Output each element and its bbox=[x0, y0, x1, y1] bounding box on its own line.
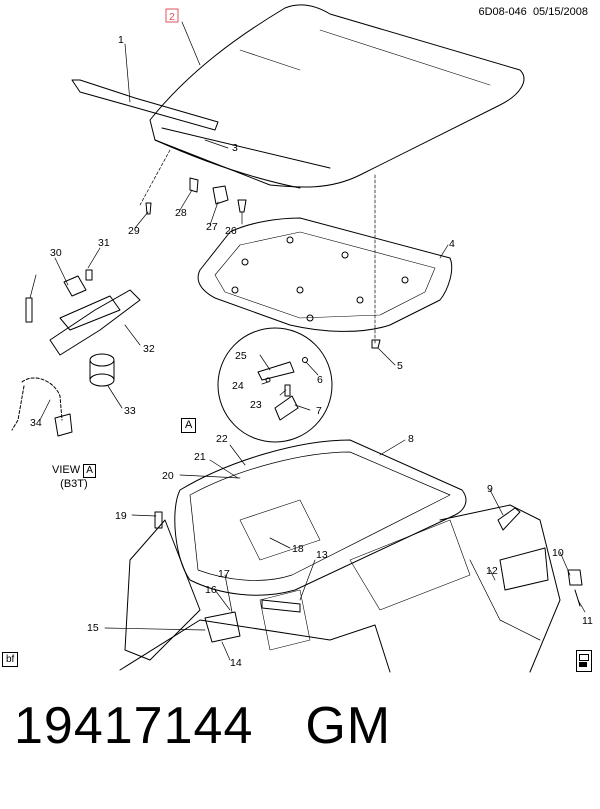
callout-8: 8 bbox=[408, 433, 414, 445]
callout-2: 2 bbox=[169, 11, 175, 23]
view-a-callout: A bbox=[181, 418, 197, 433]
callout-34: 34 bbox=[30, 417, 42, 429]
callout-9: 9 bbox=[487, 483, 493, 495]
callout-11: 11 bbox=[582, 615, 593, 627]
callout-13: 13 bbox=[316, 549, 328, 561]
hood-panel bbox=[149, 4, 525, 189]
seal bbox=[261, 599, 301, 613]
callout-17: 17 bbox=[218, 568, 230, 580]
leader-lines bbox=[29, 21, 586, 661]
drawing-header: 6D08-046 05/15/2008 bbox=[478, 6, 588, 18]
view-a-caption: VIEW A (B3T) bbox=[52, 464, 96, 490]
document-icon bbox=[576, 650, 592, 672]
view-model: (B3T) bbox=[60, 478, 88, 490]
drawing-code: 6D08-046 bbox=[478, 6, 527, 18]
prop-rod bbox=[567, 569, 583, 607]
callout-3: 3 bbox=[232, 142, 238, 154]
callout-30: 30 bbox=[50, 247, 62, 259]
hood-hinge bbox=[25, 269, 141, 356]
callout-33: 33 bbox=[124, 405, 136, 417]
callout-18: 18 bbox=[292, 543, 304, 555]
callout-5: 5 bbox=[397, 360, 403, 372]
callout-1: 1 bbox=[118, 34, 124, 46]
drawing-date: 05/15/2008 bbox=[532, 6, 588, 18]
bolt bbox=[154, 511, 163, 529]
callout-15: 15 bbox=[87, 622, 99, 634]
part-number: 19417144 bbox=[14, 697, 254, 755]
hood-insulator bbox=[197, 217, 453, 332]
callout-19: 19 bbox=[115, 510, 127, 522]
callout-28: 28 bbox=[175, 207, 187, 219]
callout-10: 10 bbox=[552, 547, 564, 559]
bracket bbox=[497, 507, 521, 531]
callout-29: 29 bbox=[128, 225, 140, 237]
callout-16: 16 bbox=[205, 584, 217, 596]
hood-latch bbox=[204, 611, 241, 643]
hood-spring bbox=[89, 353, 115, 387]
callout-20: 20 bbox=[162, 470, 174, 482]
callout-4: 4 bbox=[449, 238, 455, 250]
callout-31: 31 bbox=[98, 237, 110, 249]
callout-7: 7 bbox=[316, 405, 322, 417]
callout-27: 27 bbox=[206, 221, 218, 233]
release-cable bbox=[11, 377, 63, 431]
callout-labels: 2 1 3 4 5 6 7 8 9 10 11 12 13 14 15 16 1… bbox=[30, 8, 593, 669]
callout-12: 12 bbox=[486, 565, 498, 577]
brand-name: GM bbox=[305, 697, 392, 755]
callout-23: 23 bbox=[250, 399, 262, 411]
engine-compartment bbox=[119, 439, 561, 673]
callout-22: 22 bbox=[216, 433, 228, 445]
view-marker: A bbox=[83, 464, 96, 478]
part-number-line: 19417144 GM bbox=[14, 700, 391, 752]
callout-32: 32 bbox=[143, 343, 155, 355]
hood-weatherstrip bbox=[71, 79, 219, 131]
detail-view-a bbox=[217, 327, 333, 443]
callout-24: 24 bbox=[232, 380, 244, 392]
fasteners bbox=[145, 177, 381, 349]
callout-6: 6 bbox=[317, 374, 323, 386]
callout-25: 25 bbox=[235, 350, 247, 362]
corner-tag: bf bbox=[2, 652, 19, 667]
callout-26: 26 bbox=[225, 225, 237, 237]
view-label: VIEW bbox=[52, 464, 81, 476]
exploded-hood-diagram: 2 1 3 4 5 6 7 8 9 10 11 12 13 14 15 16 1… bbox=[11, 4, 593, 673]
callout-14: 14 bbox=[230, 657, 242, 669]
callout-21: 21 bbox=[194, 451, 206, 463]
